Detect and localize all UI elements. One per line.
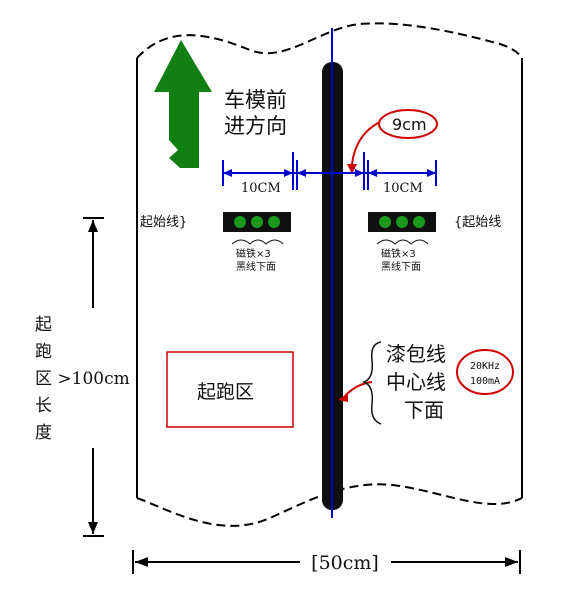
center-line: [322, 28, 343, 518]
side-label-char-3: 区 >100cm: [35, 369, 130, 389]
length-arrowhead-top: [88, 220, 98, 232]
wire-note-line1: 漆包线: [386, 342, 446, 366]
wire-note-brace: [361, 341, 382, 425]
direction-label-line1: 车模前: [224, 88, 287, 112]
length-arrowhead-bottom: [88, 522, 98, 534]
signal-spec: 20KHz 100mA: [456, 349, 514, 395]
start-line-right: {起始线: [454, 215, 501, 230]
wire-note: 漆包线 中心线 下面: [338, 341, 446, 425]
gap-callout: 9cm: [347, 109, 438, 174]
start-zone-length-dimension: [83, 217, 104, 537]
track-top-edge: [136, 22, 523, 59]
start-zone-box: [166, 351, 294, 428]
wire-note-line2: 中心线: [386, 370, 446, 394]
signal-current: 100mA: [470, 376, 500, 387]
left-offset-label: 10CM: [241, 181, 281, 196]
start-line-left: 起始线}: [140, 215, 187, 230]
side-label-char-4: 长: [35, 396, 52, 416]
gap-callout-bubble: [378, 109, 438, 139]
signal-freq: 20KHz: [470, 361, 500, 372]
magnet-note: 磁铁×3 黑线下面: [231, 239, 284, 273]
start-zone-side-label: 起 跑 区 >100cm 长 度: [35, 315, 130, 443]
side-label-char-5: 度: [35, 423, 52, 443]
magnet-note-right: 磁铁×3 黑线下面: [376, 239, 429, 273]
start-zone-box-label: 起跑区: [197, 381, 254, 403]
magnet-note-line2: 黑线下面: [236, 260, 276, 273]
wire-note-line3: 下面: [404, 398, 444, 422]
wire-note-arrowhead: [338, 393, 348, 402]
side-label-char-1: 起: [35, 315, 52, 335]
dimension-arrowheads: [223, 169, 436, 177]
magnet-group-right: [368, 212, 436, 232]
width-label: [50cm]: [311, 552, 379, 574]
width-arrowhead-left: [135, 557, 148, 567]
magnet-note-right-line2: 黑线下面: [381, 260, 421, 273]
width-dimension: [132, 550, 521, 574]
magnet-note-line1: 磁铁×3: [236, 247, 271, 260]
gap-callout-arrowhead: [347, 164, 357, 174]
gap-label: 9cm: [392, 115, 427, 134]
up-arrow-icon: [154, 40, 212, 168]
gap-callout-leader: [351, 121, 381, 165]
track-boundary: [136, 22, 523, 527]
magnet-note-right-line1: 磁铁×3: [381, 247, 416, 260]
signal-spec-circle: [456, 349, 514, 395]
magnet-group-left: [223, 212, 291, 232]
side-label-char-2: 跑: [35, 342, 52, 362]
right-offset-label: 10CM: [383, 181, 423, 196]
width-arrowhead-right: [505, 557, 518, 567]
direction-label-line2: 进方向: [224, 114, 287, 138]
